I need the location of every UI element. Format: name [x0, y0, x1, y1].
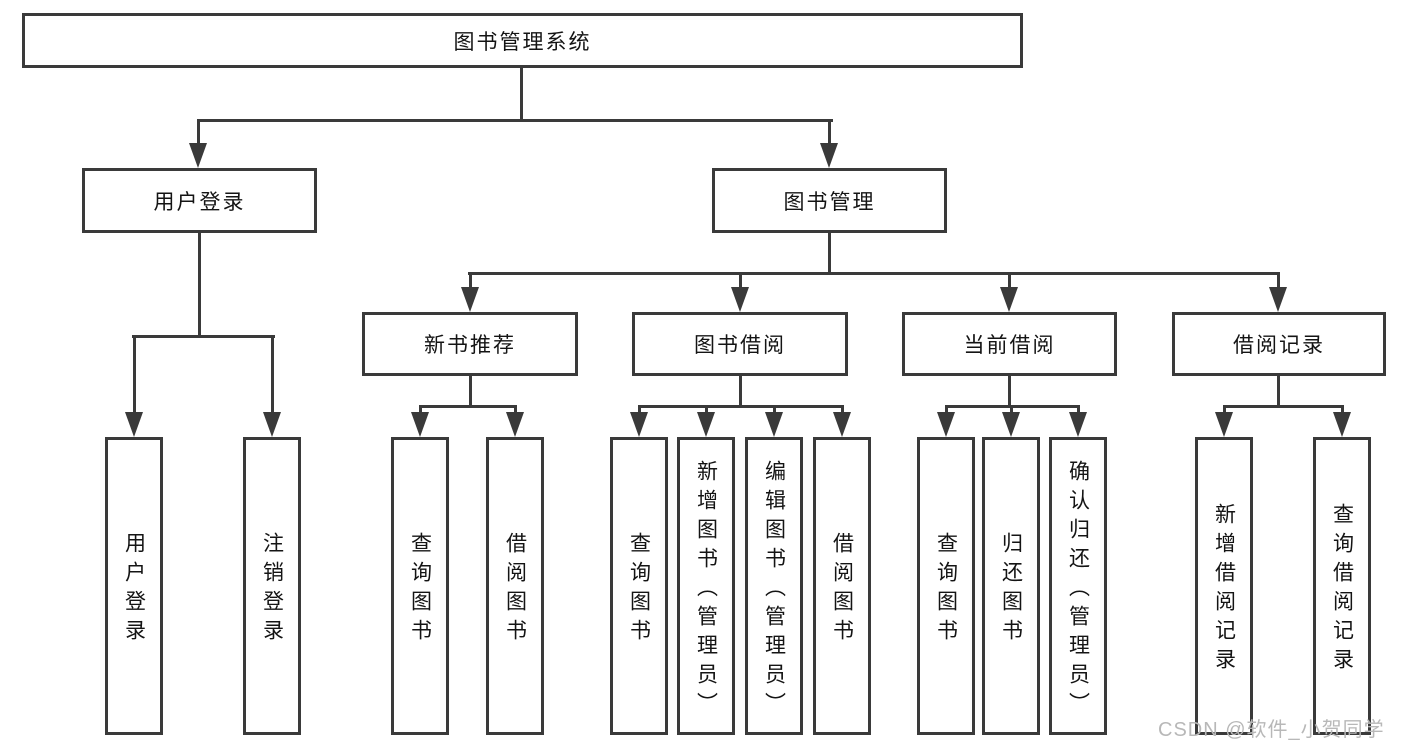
arrow-down-icon — [833, 412, 851, 437]
node-new-book-recommend: 新书推荐 — [362, 312, 578, 376]
leaf-add-books-admin: 新增图书（管理员） — [677, 437, 735, 735]
arrow-down-icon — [731, 287, 749, 312]
arrow-down-icon — [125, 412, 143, 437]
leaf-query-books-current: 查询图书 — [917, 437, 975, 735]
connector-recommend-split — [419, 405, 517, 408]
node-user-login: 用户登录 — [82, 168, 317, 233]
arrow-down-icon — [263, 412, 281, 437]
arrow-down-icon — [461, 287, 479, 312]
connector-arrow-stem — [271, 335, 274, 412]
node-borrow-records: 借阅记录 — [1172, 312, 1386, 376]
leaf-return-books: 归还图书 — [982, 437, 1040, 735]
leaf-confirm-return-admin: 确认归还（管理员） — [1049, 437, 1107, 735]
arrow-down-icon — [697, 412, 715, 437]
connector-records-stem — [1277, 376, 1280, 408]
leaf-edit-books-admin: 编辑图书（管理员） — [745, 437, 803, 735]
leaf-borrow-books: 借阅图书 — [813, 437, 871, 735]
connector-arrow-stem — [638, 405, 641, 415]
arrow-down-icon — [1269, 287, 1287, 312]
connector-records-split — [1223, 405, 1343, 408]
leaf-add-borrow-record: 新增借阅记录 — [1195, 437, 1253, 735]
connector-arrow-stem — [1223, 405, 1226, 415]
connector-recommend-stem — [469, 376, 472, 408]
leaf-borrow-books-recommend: 借阅图书 — [486, 437, 544, 735]
connector-arrow-stem — [1341, 405, 1344, 415]
arrow-down-icon — [189, 143, 207, 168]
leaf-user-login: 用户登录 — [105, 437, 163, 735]
arrow-down-icon — [1069, 412, 1087, 437]
connector-user-login-stem — [198, 233, 201, 338]
leaf-query-borrow-record: 查询借阅记录 — [1313, 437, 1371, 735]
connector-arrow-stem — [514, 405, 517, 415]
arrow-down-icon — [937, 412, 955, 437]
connector-arrow-stem — [1008, 272, 1011, 290]
arrow-down-icon — [506, 412, 524, 437]
connector-book-mgmt-stem — [828, 233, 831, 275]
connector-root-stem — [520, 66, 523, 121]
connector-arrow-stem — [197, 119, 200, 144]
connector-arrow-stem — [828, 119, 831, 144]
leaf-logout: 注销登录 — [243, 437, 301, 735]
connector-user-login-split — [132, 335, 275, 338]
connector-arrow-stem — [945, 405, 948, 415]
leaf-query-books-recommend: 查询图书 — [391, 437, 449, 735]
arrow-down-icon — [820, 143, 838, 168]
node-root-library-system: 图书管理系统 — [22, 13, 1023, 68]
connector-arrow-stem — [773, 405, 776, 415]
connector-borrow-split — [638, 405, 844, 408]
connector-level1-split — [197, 119, 833, 122]
node-current-borrow: 当前借阅 — [902, 312, 1117, 376]
arrow-down-icon — [1333, 412, 1351, 437]
leaf-query-books-borrow: 查询图书 — [610, 437, 668, 735]
connector-arrow-stem — [419, 405, 422, 415]
arrow-down-icon — [1215, 412, 1233, 437]
arrow-down-icon — [1000, 287, 1018, 312]
connector-arrow-stem — [469, 272, 472, 290]
watermark: CSDN @软件_小贺同学 — [1158, 719, 1385, 741]
connector-current-stem — [1008, 376, 1011, 408]
connector-arrow-stem — [841, 405, 844, 415]
connector-arrow-stem — [1077, 405, 1080, 415]
arrow-down-icon — [630, 412, 648, 437]
connector-arrow-stem — [1010, 405, 1013, 415]
arrow-down-icon — [411, 412, 429, 437]
connector-arrow-stem — [1277, 272, 1280, 290]
connector-level3-split — [468, 272, 1280, 275]
connector-arrow-stem — [739, 272, 742, 290]
arrow-down-icon — [765, 412, 783, 437]
node-book-borrow: 图书借阅 — [632, 312, 848, 376]
connector-borrow-stem — [739, 376, 742, 408]
connector-arrow-stem — [705, 405, 708, 415]
connector-arrow-stem — [133, 335, 136, 412]
node-book-management: 图书管理 — [712, 168, 947, 233]
arrow-down-icon — [1002, 412, 1020, 437]
